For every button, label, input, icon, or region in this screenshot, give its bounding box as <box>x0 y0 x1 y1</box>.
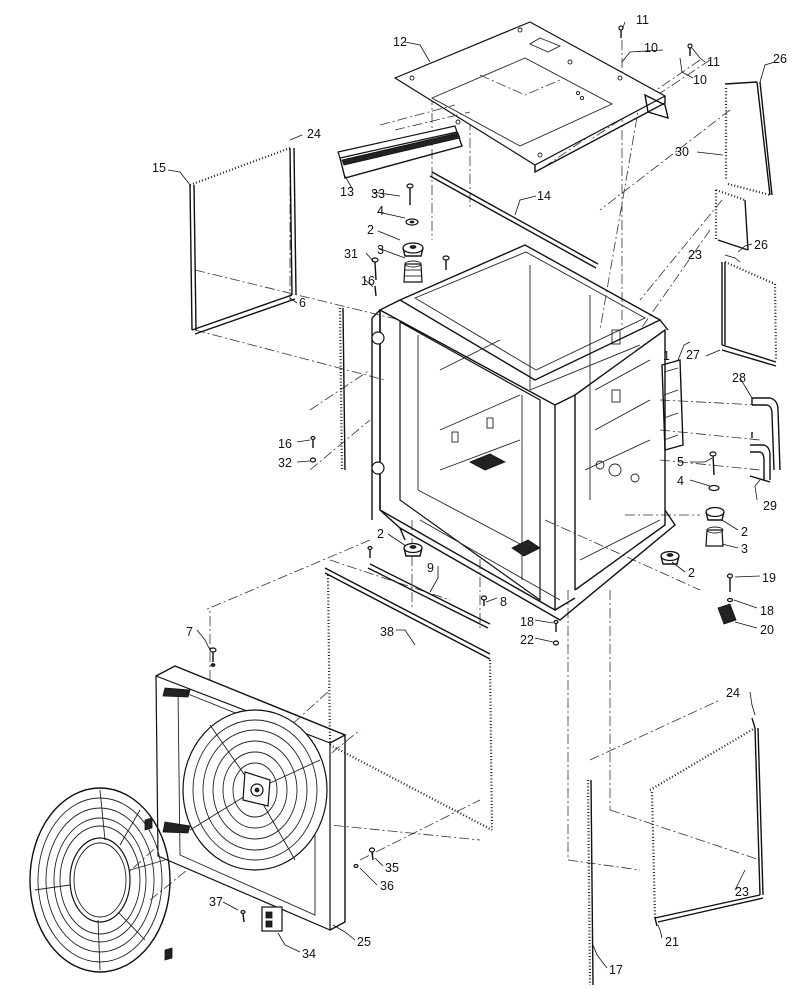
callout-9: 9 <box>427 561 434 575</box>
callout-17: 17 <box>609 963 623 977</box>
callout-21: 21 <box>665 935 679 949</box>
callout-16: 16 <box>278 437 292 451</box>
right-lower-screen <box>649 717 764 927</box>
callout-1: 1 <box>663 349 670 363</box>
right-screen-23 <box>721 260 778 367</box>
screw-near-14 <box>442 255 450 270</box>
callout-31: 31 <box>344 247 358 261</box>
vertical-seal-left <box>338 307 346 471</box>
fan-shroud-25 <box>155 665 347 932</box>
callout-30: 30 <box>675 145 689 159</box>
callout-13: 13 <box>340 185 354 199</box>
small-hardware-center <box>367 545 560 646</box>
callout-2: 2 <box>741 525 748 539</box>
callout-38: 38 <box>380 625 394 639</box>
callout-14: 14 <box>537 189 551 203</box>
leader-lines <box>167 21 776 969</box>
callout-18: 18 <box>760 604 774 618</box>
screw-37 <box>240 909 246 923</box>
callout-22: 22 <box>520 633 534 647</box>
callout-8: 8 <box>500 595 507 609</box>
callout-3: 3 <box>741 542 748 556</box>
callout-7: 7 <box>186 625 193 639</box>
callout-10: 10 <box>644 41 658 55</box>
callout-3: 3 <box>377 243 384 257</box>
isolator-stack-upper <box>402 183 424 283</box>
callout-20: 20 <box>760 623 774 637</box>
callout-25: 25 <box>357 935 371 949</box>
callout-34: 34 <box>302 947 316 961</box>
screw-8 <box>480 595 488 606</box>
callout-15: 15 <box>152 161 166 175</box>
handle-29 <box>749 444 771 483</box>
isolator-bottom-left <box>403 542 423 557</box>
callout-24: 24 <box>307 127 321 141</box>
callout-10: 10 <box>693 73 707 87</box>
callout-29: 29 <box>763 499 777 513</box>
rod-14 <box>429 171 599 269</box>
callout-2: 2 <box>377 527 384 541</box>
callout-36: 36 <box>380 879 394 893</box>
callout-32: 32 <box>278 456 292 470</box>
callout-5: 5 <box>677 455 684 469</box>
left-side-screen-15 <box>189 146 297 335</box>
top-panel-12 <box>379 21 669 174</box>
screw-35-36 <box>353 847 376 869</box>
right-screen-26 <box>714 188 749 251</box>
right-screen-30 <box>724 81 773 197</box>
callout-2: 2 <box>367 223 374 237</box>
callout-6: 6 <box>299 296 306 310</box>
callout-23: 23 <box>688 248 702 262</box>
callout-26: 26 <box>773 52 787 66</box>
callout-27: 27 <box>686 348 700 362</box>
strip-17 <box>586 779 594 986</box>
callout-24: 24 <box>726 686 740 700</box>
callout-2: 2 <box>688 566 695 580</box>
side-grille-1 <box>661 359 684 451</box>
isolator-bottom-right <box>660 550 680 565</box>
callout-19: 19 <box>762 571 776 585</box>
callout-23: 23 <box>735 885 749 899</box>
callout-4: 4 <box>677 474 684 488</box>
handle-28 <box>751 397 781 471</box>
fan-guard <box>29 787 173 973</box>
callout-28: 28 <box>732 371 746 385</box>
callout-26: 26 <box>754 238 768 252</box>
callout-37: 37 <box>209 895 223 909</box>
bracket-20 <box>717 573 737 625</box>
small-hardware-left <box>309 435 317 463</box>
callout-18: 18 <box>520 615 534 629</box>
callout-33: 33 <box>371 187 385 201</box>
rod-9 <box>367 563 491 629</box>
seal-strip-13 <box>337 125 463 179</box>
callout-11: 11 <box>707 55 720 69</box>
isolator-stack-right <box>705 451 725 547</box>
callout-4: 4 <box>377 204 384 218</box>
callout-35: 35 <box>385 861 399 875</box>
center-screen-38 <box>324 567 494 831</box>
screw-7 <box>209 647 217 667</box>
callout-12: 12 <box>393 35 407 49</box>
callout-11: 11 <box>636 13 649 27</box>
main-frame-1 <box>371 244 676 621</box>
callout-labels: 1 2 2 2 2 3 3 4 4 5 6 7 8 9 10 10 11 11 … <box>152 13 787 977</box>
callout-16: 16 <box>361 274 375 288</box>
